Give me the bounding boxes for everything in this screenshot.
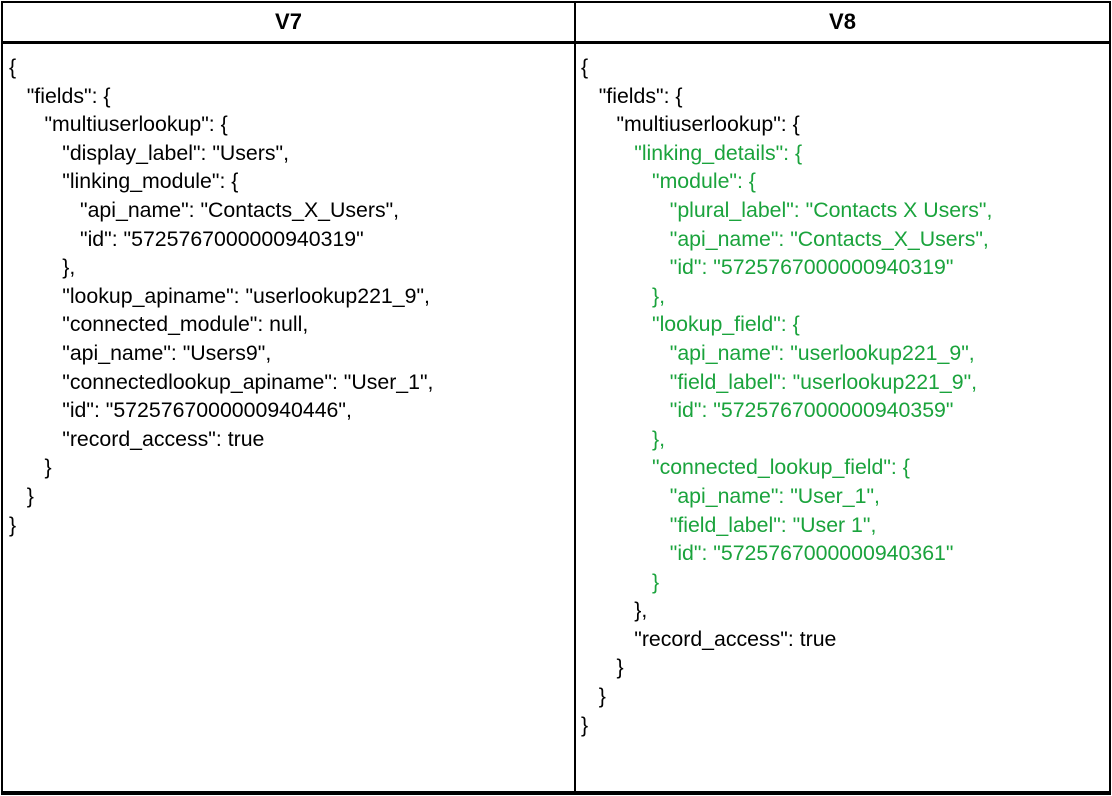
v7-code-line: }, xyxy=(9,255,76,280)
v8-code-line: }, xyxy=(581,598,648,623)
v7-code-line: } xyxy=(9,483,34,508)
v8-code-line-added: "api_name": "userlookup221_9", xyxy=(581,340,975,365)
v8-code-line-added: "linking_details": { xyxy=(581,140,803,165)
v7-code-line: "record_access": true xyxy=(9,426,265,451)
v7-code-line: "id": "5725767000000940319" xyxy=(9,226,364,251)
table-outer-border-bottom xyxy=(1,793,1111,795)
v7-code-line: "linking_module": { xyxy=(9,169,239,194)
v8-code-line-added: "api_name": "Contacts_X_Users", xyxy=(581,226,989,251)
v8-code-line-added: "id": "5725767000000940361" xyxy=(581,541,954,566)
v8-code-line: "multiuserlookup": { xyxy=(581,112,800,137)
v8-code-line-added: "lookup_field": { xyxy=(581,312,800,337)
v7-code-line: "id": "5725767000000940446", xyxy=(9,398,352,423)
v7-code-line: "multiuserlookup": { xyxy=(9,112,228,137)
v7-code-line: { xyxy=(9,55,17,79)
v7-code-line: "lookup_apiname": "userlookup221_9", xyxy=(9,283,430,308)
v7-code-line: "api_name": "Contacts_X_Users", xyxy=(9,197,400,222)
v7-code-line: "connectedlookup_apiname": "User_1", xyxy=(9,369,434,394)
column-divider xyxy=(574,3,576,791)
v8-code-line-added: "connected_lookup_field": { xyxy=(581,455,910,480)
v8-code-line: } xyxy=(581,655,624,680)
v7-column-header: V7 xyxy=(275,9,302,34)
v8-code-line: { xyxy=(581,55,589,79)
v7-code-line: } xyxy=(9,512,17,537)
v8-code-line-added: "id": "5725767000000940359" xyxy=(581,398,954,423)
v7-code-line: "api_name": "Users9", xyxy=(9,340,272,365)
v8-code-line-added: }, xyxy=(581,283,666,308)
v8-column-header: V8 xyxy=(829,9,856,34)
v8-code-line-added: "module": { xyxy=(581,169,756,194)
v7-code-line: "fields": { xyxy=(9,83,111,108)
v8-code-line-added: "plural_label": "Contacts X Users", xyxy=(581,197,993,222)
v8-code-line: "fields": { xyxy=(581,83,683,108)
v8-code-line-added: } xyxy=(581,569,660,594)
v8-code-line-added: "id": "5725767000000940319" xyxy=(581,255,954,280)
v8-code-line: "record_access": true xyxy=(581,626,837,651)
v7-json-code: { "fields": { "multiuserlookup": { "disp… xyxy=(9,53,433,539)
v8-code-line-added: "api_name": "User_1", xyxy=(581,483,880,508)
table-header-row xyxy=(3,3,1109,44)
v8-code-line-added: }, xyxy=(581,426,666,451)
v8-code-line-added: "field_label": "userlookup221_9", xyxy=(581,369,978,394)
v7-code-line: } xyxy=(9,455,52,480)
v8-code-line: } xyxy=(581,684,606,709)
v8-code-line: } xyxy=(581,712,589,737)
v8-code-line-added: "field_label": "User 1", xyxy=(581,512,877,537)
table-outer-border-right xyxy=(1109,1,1111,795)
v8-json-code: { "fields": { "multiuserlookup": { "link… xyxy=(581,53,992,739)
v7-code-line: "display_label": "Users", xyxy=(9,140,289,165)
v7-code-line: "connected_module": null, xyxy=(9,312,309,337)
